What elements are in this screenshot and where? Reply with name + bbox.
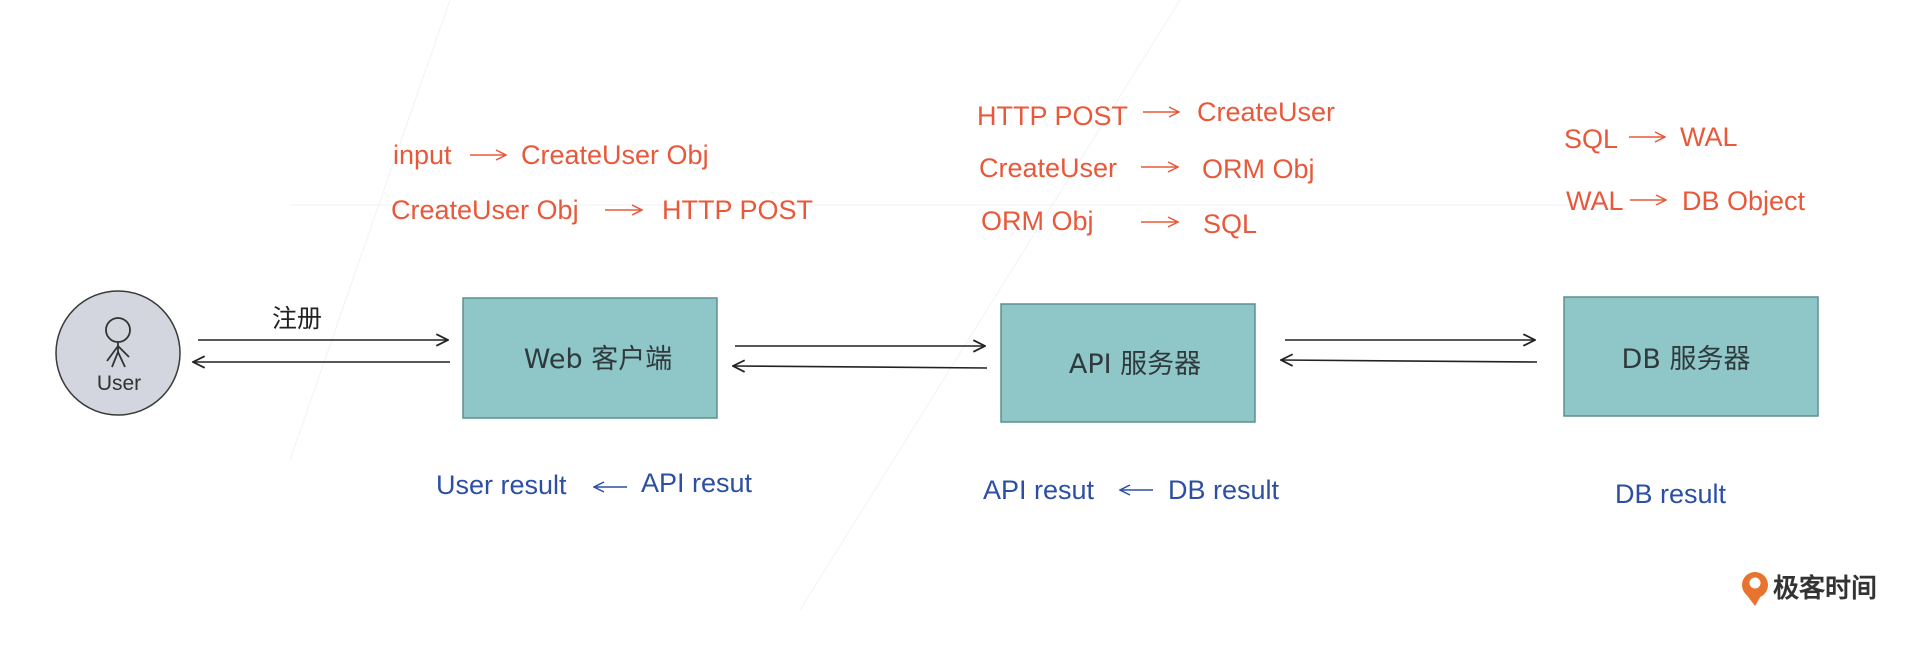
db-request-steps: SQL WAL WAL DB Object xyxy=(1564,122,1806,216)
db-response-step: DB result xyxy=(1615,479,1727,509)
response-step-text: DB result xyxy=(1615,479,1727,509)
db-server-node: DB 服务器 xyxy=(1563,296,1819,417)
request-step-from: WAL xyxy=(1566,186,1624,216)
request-step-from: HTTP POST xyxy=(977,101,1128,131)
request-step-to: CreateUser Obj xyxy=(521,140,709,170)
db-to-api-arrow xyxy=(1281,360,1538,362)
response-step-to: API resut xyxy=(983,475,1095,505)
register-label: 注册 xyxy=(272,304,322,333)
request-step-from: CreateUser Obj xyxy=(391,195,579,225)
request-step-to: SQL xyxy=(1203,209,1257,239)
web-request-steps: input CreateUser Obj CreateUser Obj HTTP… xyxy=(391,140,813,225)
api-response-step: API resut DB result xyxy=(983,475,1280,505)
person-icon xyxy=(105,317,131,368)
api-request-steps: HTTP POST CreateUser CreateUser ORM Obj … xyxy=(977,97,1335,239)
request-step-to: WAL xyxy=(1680,122,1738,152)
brand-name: 极客时间 xyxy=(1773,573,1877,604)
request-step-to: ORM Obj xyxy=(1202,154,1315,184)
request-step-from: CreateUser xyxy=(979,153,1117,183)
web-client-node: Web 客户端 xyxy=(462,297,718,419)
web-response-step: User result API resut xyxy=(436,468,753,500)
db-server-label: DB 服务器 xyxy=(1622,344,1751,375)
watermark-lines xyxy=(289,0,1620,611)
brand-pin-icon xyxy=(1742,572,1768,606)
api-to-web-arrow xyxy=(733,366,988,368)
response-step-from: API resut xyxy=(641,468,753,498)
request-step-from: SQL xyxy=(1564,124,1618,154)
request-step-to: CreateUser xyxy=(1197,97,1335,127)
response-step-to: User result xyxy=(436,470,567,500)
api-server-node: API 服务器 xyxy=(1000,303,1256,423)
request-step-from: ORM Obj xyxy=(981,206,1094,236)
request-step-to: DB Object xyxy=(1682,186,1806,216)
user-actor: User xyxy=(55,290,181,416)
response-step-from: DB result xyxy=(1168,475,1280,505)
brand-logo: 极客时间 xyxy=(1742,572,1877,606)
request-step-to: HTTP POST xyxy=(662,195,813,225)
api-server-label: API 服务器 xyxy=(1069,349,1201,380)
web-client-label: Web 客户端 xyxy=(524,344,672,375)
request-step-from: input xyxy=(393,140,452,170)
user-label: User xyxy=(97,372,141,395)
